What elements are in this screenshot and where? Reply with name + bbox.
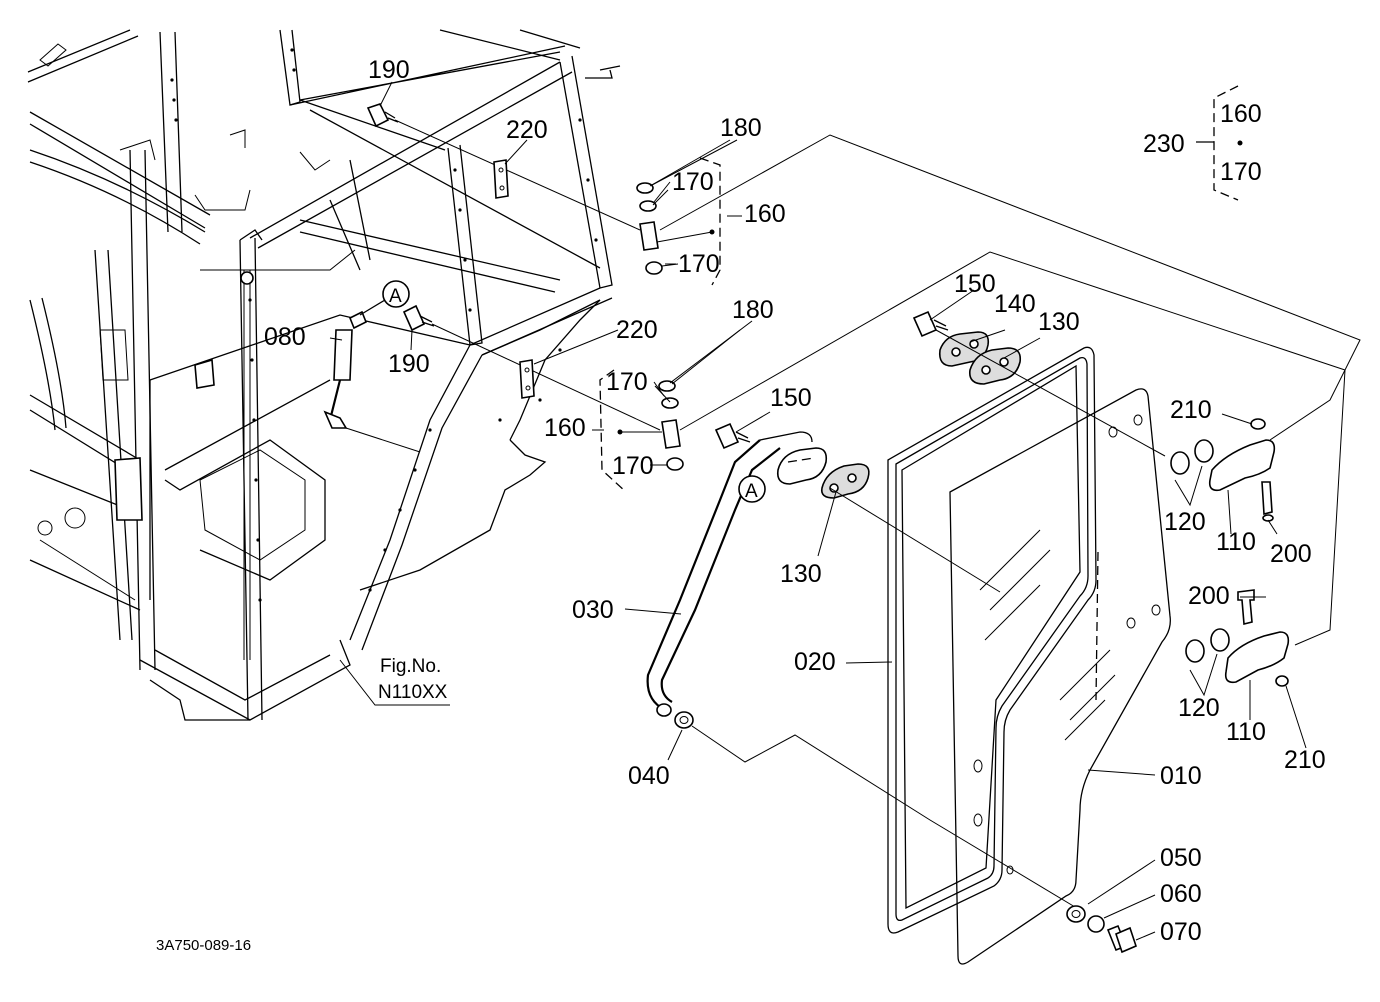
label-170-b: 170	[678, 250, 720, 278]
leaders	[329, 81, 1307, 941]
plate-220-upper	[493, 159, 509, 199]
marker-a-circle-2	[738, 475, 766, 503]
frame-holes	[170, 48, 598, 602]
label-150-upper: 150	[954, 270, 996, 298]
bolt-150-upper	[912, 310, 949, 338]
drawing-code: 3A750-089-16	[156, 937, 251, 954]
label-010: 010	[1160, 762, 1202, 790]
door-seal-020	[887, 346, 1097, 934]
label-050: 050	[1160, 844, 1202, 872]
plate-140	[938, 331, 990, 367]
label-230-160: 160	[1220, 100, 1262, 128]
label-040: 040	[628, 762, 670, 790]
label-180-lower: 180	[732, 296, 774, 324]
plate-130-lower	[820, 463, 870, 499]
label-210-lower: 210	[1284, 746, 1326, 774]
cab-frame	[27, 29, 621, 721]
leader-150-upper	[935, 329, 1166, 457]
handle-110-lower	[1185, 589, 1290, 687]
label-160-upper: 160	[744, 200, 786, 228]
label-030: 030	[572, 596, 614, 624]
label-130-upper: 130	[1038, 308, 1080, 336]
leader-150-lower	[829, 487, 1001, 593]
plate-220-lower	[519, 359, 535, 399]
label-190-upper: 190	[368, 56, 410, 84]
fig-ref-line2: N110XX	[378, 682, 448, 703]
label-190-lower: 190	[388, 350, 430, 378]
label-220-lower: 220	[616, 316, 658, 344]
bolt-190-upper	[366, 103, 641, 231]
gas-strut-080	[323, 299, 421, 453]
label-110-upper: 110	[1216, 528, 1256, 556]
fig-ref-line1: Fig.No.	[380, 656, 441, 677]
handle-110-upper	[1170, 418, 1276, 522]
label-120-upper: 120	[1164, 508, 1206, 536]
door-glass-010	[949, 388, 1171, 965]
label-080: 080	[264, 323, 306, 351]
label-170-c: 170	[606, 368, 648, 396]
label-160-lower: 160	[544, 414, 586, 442]
marker-a-2: A	[745, 481, 758, 502]
label-200-upper: 200	[1270, 540, 1312, 568]
label-230: 230	[1143, 130, 1185, 158]
washer-040	[674, 711, 1081, 911]
bolt-190-lower	[402, 304, 661, 431]
leader-right-upper	[659, 134, 1361, 441]
plate-130-upper	[968, 347, 1022, 385]
label-170-a: 170	[672, 168, 714, 196]
bolt-150-lower	[714, 422, 751, 450]
label-110-lower: 110	[1226, 718, 1266, 746]
label-120-lower: 120	[1178, 694, 1220, 722]
label-150-lower: 150	[770, 384, 812, 412]
label-140: 140	[994, 290, 1036, 318]
label-180-upper: 180	[720, 114, 762, 142]
hinge-lower	[599, 329, 741, 493]
label-170-d: 170	[612, 452, 654, 480]
hinge-upper	[636, 139, 731, 286]
label-220-upper: 220	[506, 116, 548, 144]
label-060: 060	[1160, 880, 1202, 908]
label-070: 070	[1160, 918, 1202, 946]
door-arm-030	[646, 431, 828, 717]
marker-a-1: A	[389, 286, 402, 307]
label-210-upper: 210	[1170, 396, 1212, 424]
label-230-170: 170	[1220, 158, 1262, 186]
marker-a-circle-1	[382, 280, 410, 308]
fasteners-050-060-070	[1066, 905, 1137, 954]
label-200-lower: 200	[1188, 582, 1230, 610]
label-130-lower: 130	[780, 560, 822, 588]
kit-230-bracket	[1196, 85, 1243, 201]
label-020: 020	[794, 648, 836, 676]
